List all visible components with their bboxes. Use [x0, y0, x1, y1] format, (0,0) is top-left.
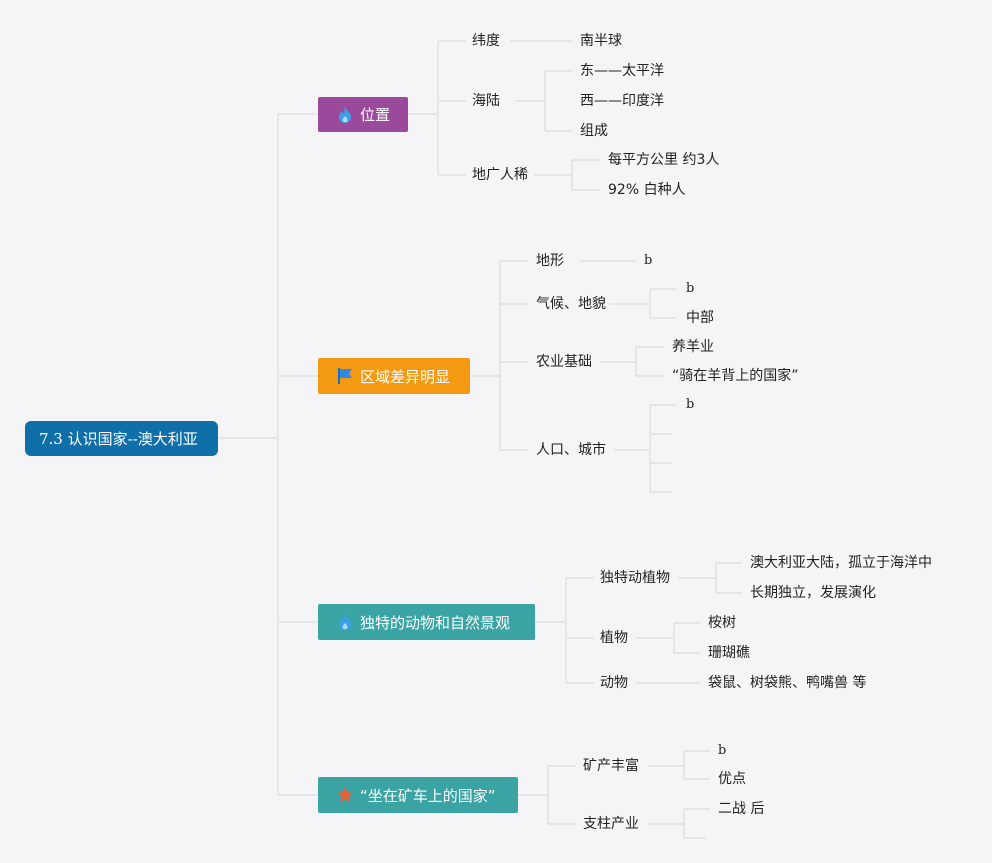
node-erzhanhou[interactable]: 二战 后: [718, 801, 765, 817]
node-zhizhuchanye[interactable]: 支柱产业: [583, 816, 639, 832]
node-changqiduli[interactable]: 长期独立，发展演化: [750, 585, 876, 601]
flag-icon: [336, 367, 354, 385]
node-daishu[interactable]: 袋鼠、树袋熊、鸭嘴兽 等: [708, 675, 867, 691]
branch-weizhi-label: 位置: [360, 106, 391, 124]
root-topic[interactable]: 7.3 认识国家--澳大利亚: [25, 421, 218, 456]
node-baizhongren[interactable]: 92% 白种人: [608, 182, 686, 198]
node-nanbanqiu[interactable]: 南半球: [580, 33, 622, 49]
node-zhongbu[interactable]: 中部: [686, 310, 714, 326]
node-weidu[interactable]: 纬度: [472, 33, 500, 49]
node-xi-yinduyang[interactable]: 西——印度洋: [580, 93, 664, 109]
node-kuangchan[interactable]: 矿产丰富: [583, 758, 639, 774]
node-dutedongzhiwu[interactable]: 独特动植物: [600, 570, 670, 586]
node-dixing-b[interactable]: b: [644, 253, 653, 268]
node-meipingfang[interactable]: 每平方公里 约3人: [608, 152, 720, 168]
node-shanhujiao[interactable]: 珊瑚礁: [708, 645, 750, 661]
node-youdian[interactable]: 优点: [718, 771, 746, 787]
node-renkou[interactable]: 人口、城市: [536, 442, 606, 458]
flame-icon: [336, 106, 354, 124]
node-qihou[interactable]: 气候、地貌: [536, 296, 606, 312]
node-gulihaiyang[interactable]: 澳大利亚大陆，孤立于海洋中: [750, 555, 932, 571]
node-dong-taipingyang[interactable]: 东——太平洋: [580, 63, 664, 79]
node-dixing[interactable]: 地形: [536, 253, 564, 269]
node-diguangrenxi[interactable]: 地广人稀: [472, 167, 528, 183]
node-renkou-b[interactable]: b: [686, 397, 695, 412]
branch-quyu[interactable]: 区域差异明显: [318, 358, 470, 394]
node-dongwu[interactable]: 动物: [600, 675, 628, 691]
node-zucheng[interactable]: 组成: [580, 123, 608, 139]
branch-dute-label: 独特的动物和自然景观: [360, 613, 511, 632]
flame-icon: [336, 613, 354, 631]
branch-kuang[interactable]: “坐在矿车上的国家”: [318, 777, 518, 813]
branch-dute[interactable]: 独特的动物和自然景观: [318, 604, 535, 640]
node-anshu[interactable]: 桉树: [708, 615, 736, 631]
star-icon: [336, 786, 354, 804]
node-zhiwu[interactable]: 植物: [600, 630, 628, 646]
root-topic-label: 7.3 认识国家--澳大利亚: [39, 430, 198, 448]
node-hailu[interactable]: 海陆: [472, 93, 500, 109]
node-nongye[interactable]: 农业基础: [536, 354, 592, 370]
node-kuangchan-b[interactable]: b: [718, 743, 727, 758]
node-qihou-b[interactable]: b: [686, 281, 695, 296]
branch-weizhi[interactable]: 位置: [318, 97, 408, 132]
branch-quyu-label: 区域差异明显: [360, 367, 451, 386]
node-yangyangye[interactable]: 养羊业: [672, 339, 714, 355]
node-qizaiyangbei[interactable]: “骑在羊背上的国家”: [672, 368, 799, 384]
branch-kuang-label: “坐在矿车上的国家”: [360, 786, 496, 805]
